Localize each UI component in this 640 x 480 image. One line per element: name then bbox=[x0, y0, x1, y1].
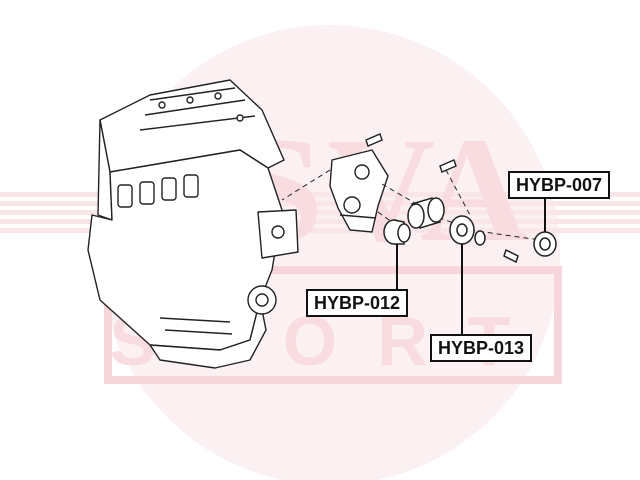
bolt-icon bbox=[439, 159, 457, 173]
bolt-icon bbox=[503, 248, 519, 264]
part-label-hybp-013[interactable]: HYBP-013 bbox=[430, 334, 533, 362]
pulley-hybp-007 bbox=[503, 231, 557, 264]
bolt-icon bbox=[365, 133, 383, 147]
part-label-hybp-007[interactable]: HYBP-007 bbox=[508, 171, 611, 199]
engine-block-drawing bbox=[87, 79, 299, 369]
part-label-hybp-012[interactable]: HYBP-012 bbox=[306, 289, 409, 317]
tensioner-assembly bbox=[329, 133, 457, 233]
idler-sleeve bbox=[407, 197, 445, 229]
leader-lines bbox=[396, 198, 546, 334]
bushing-hybp-012 bbox=[383, 219, 411, 245]
